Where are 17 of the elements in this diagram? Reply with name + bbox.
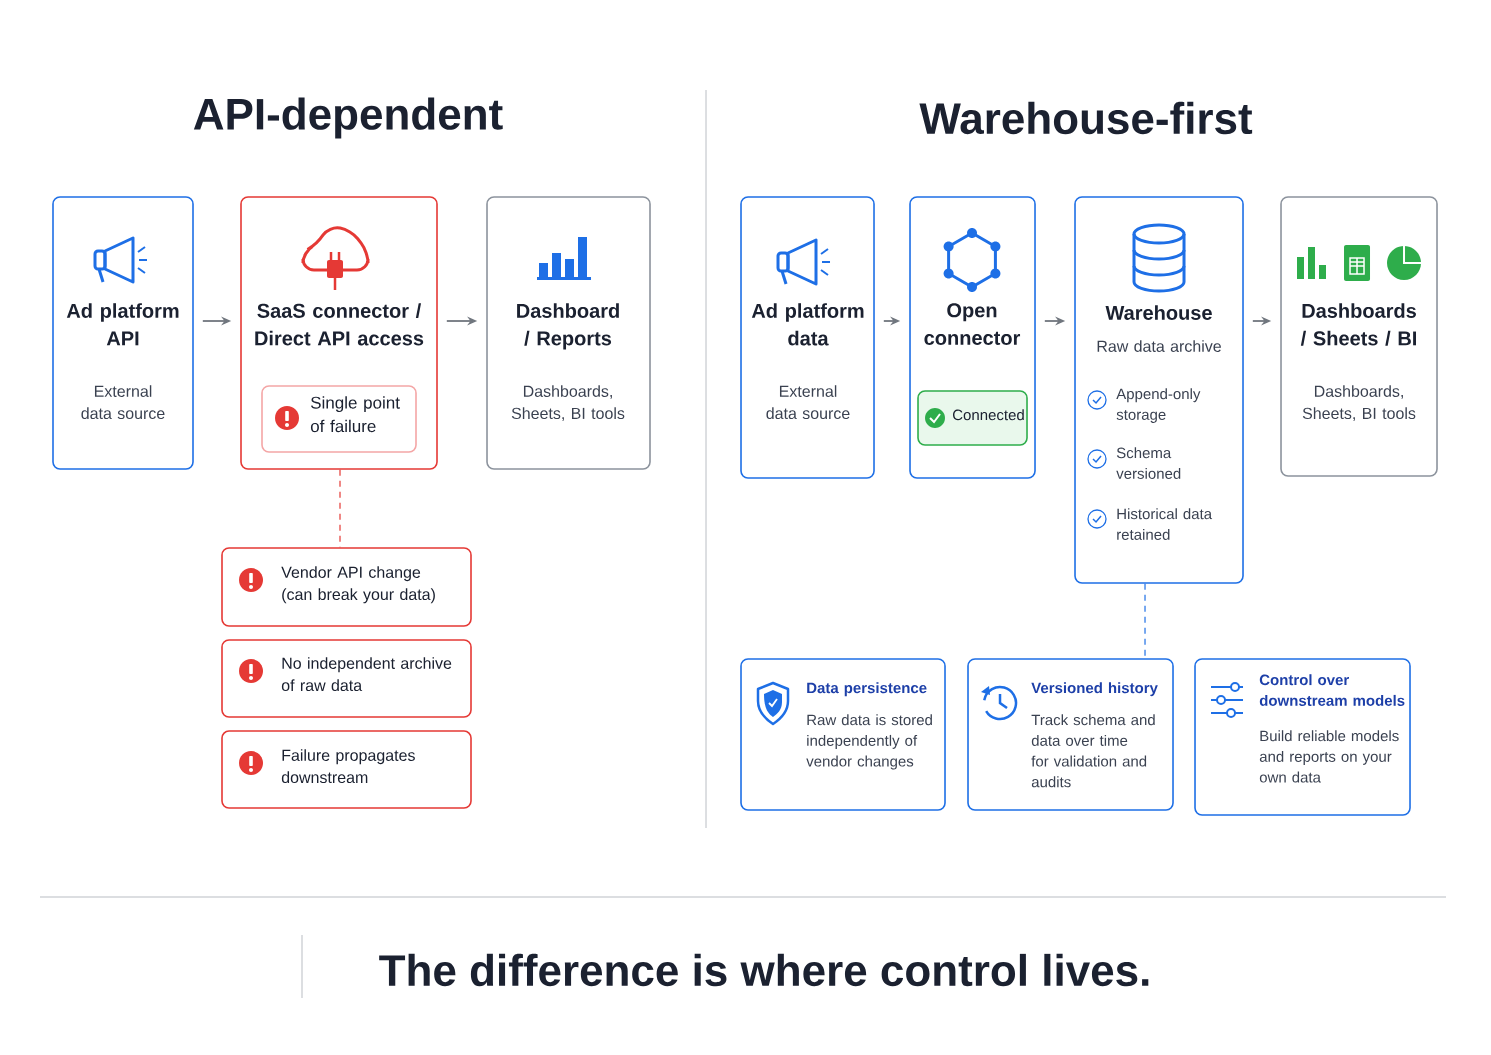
alert-box: Vendor API change (can break your data) (221, 547, 472, 627)
feature-card: Data persistence Raw data is stored independently of vendor changes (740, 658, 946, 811)
tagline: The difference is where control lives. (379, 953, 1149, 987)
section-heading: API-dependent (193, 97, 503, 139)
status-badge: Connected (917, 390, 1028, 446)
alert-box: Single point of failure (261, 385, 417, 453)
alert-box: Failure propagates downstream (221, 730, 472, 809)
alert-box: No independent archive of raw data (221, 639, 472, 718)
process-box: Ad platform data External data source (740, 196, 875, 479)
process-box: Dashboards / Sheets / BI Dashboards, Sheets, BI tools (1280, 196, 1438, 477)
section-heading: Warehouse-first (919, 101, 1253, 135)
connector-line (1144, 583, 1146, 659)
feature-card: Control over downstream models Build reliable models and reports on your own data (1194, 658, 1411, 816)
process-box: Ad platform API External data source (52, 196, 194, 470)
feature-card: Versioned history Track schema and data over time for validation and audits (967, 658, 1174, 811)
process-box: Warehouse Raw data archive Append-only storage Schema versioned Historical data retained (1074, 196, 1244, 584)
process-box: Dashboard / Reports Dashboards, Sheets, BI tools (486, 196, 651, 470)
